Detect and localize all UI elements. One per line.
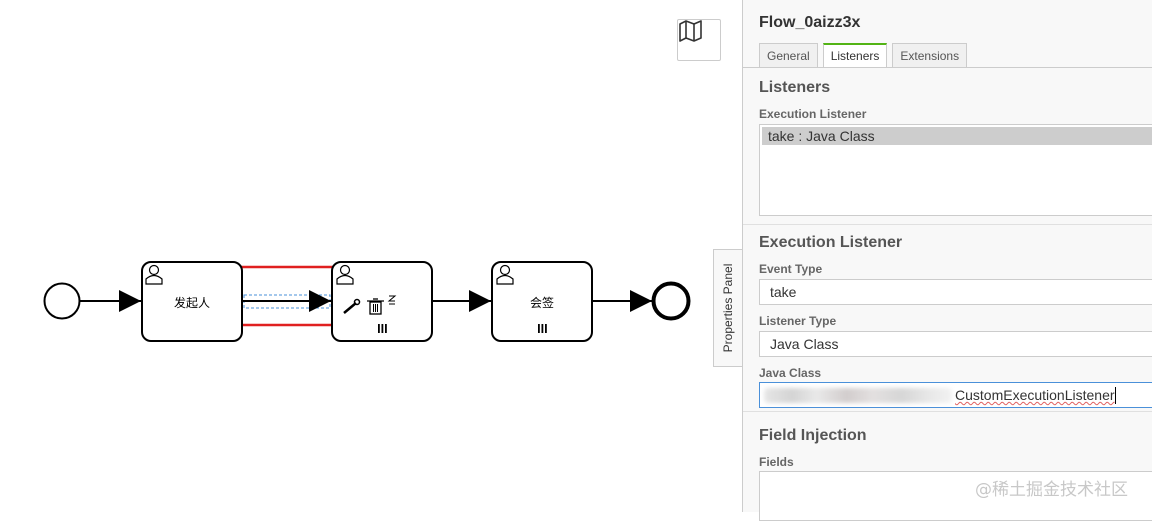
execution-listener-label: Execution Listener — [759, 107, 867, 121]
selected-sequence-flow[interactable] — [243, 290, 331, 312]
multi-instance-icon — [538, 324, 547, 333]
user-task-2[interactable] — [331, 261, 433, 342]
bpmn-canvas[interactable]: 发起人 会签 — [0, 0, 742, 512]
text-caret — [1115, 387, 1116, 404]
event-type-label: Event Type — [759, 262, 823, 276]
properties-panel: Flow_0aizz3x General Listeners Extension… — [742, 0, 1152, 521]
user-task-3[interactable] — [491, 261, 593, 342]
redacted-package-name — [764, 388, 952, 403]
field-injection-heading: Field Injection — [759, 427, 867, 444]
list-item[interactable]: take : Java Class — [762, 127, 1152, 145]
tab-general[interactable]: General — [759, 43, 818, 67]
properties-panel-toggle-label: Properties Panel — [721, 263, 735, 353]
minimap-toggle-button[interactable] — [677, 19, 721, 61]
java-class-input[interactable]: CustomExecutionListener — [759, 382, 1152, 408]
user-task-1[interactable] — [141, 261, 243, 342]
wrench-icon[interactable] — [343, 298, 361, 314]
tabs-divider — [743, 67, 1152, 68]
tab-listeners[interactable]: Listeners — [822, 43, 888, 67]
panel-title: Flow_0aizz3x — [759, 14, 861, 31]
task-label-1: 发起人 — [173, 296, 210, 310]
java-class-value: CustomExecutionListener — [955, 387, 1115, 403]
flow-highlight-box — [238, 265, 337, 327]
watermark: @稀土掘金技术社区 — [975, 480, 1128, 500]
task-label-3: 会签 — [529, 296, 554, 310]
user-icon — [336, 264, 354, 285]
map-icon — [679, 20, 702, 42]
properties-panel-toggle[interactable]: Properties Panel — [713, 249, 742, 367]
diagram[interactable] — [0, 0, 742, 512]
flow-control-icon[interactable] — [387, 295, 397, 305]
fields-label: Fields — [759, 455, 794, 469]
execution-listener-heading: Execution Listener — [759, 234, 903, 251]
execution-listener-group: Execution Listener Event Type Listener T… — [743, 225, 1152, 412]
listeners-group: Listeners Execution Listener — [743, 68, 1152, 225]
user-icon — [145, 264, 163, 285]
listener-type-label: Listener Type — [759, 314, 837, 328]
listener-type-select[interactable]: Java Class — [759, 331, 1152, 357]
start-event[interactable] — [43, 282, 81, 320]
tab-extensions[interactable]: Extensions — [892, 43, 968, 67]
event-type-select[interactable]: take — [759, 279, 1152, 305]
panel-tabs: General Listeners Extensions — [759, 43, 968, 67]
execution-listener-list[interactable]: take : Java Class — [759, 124, 1152, 216]
user-icon — [496, 264, 514, 285]
multi-instance-icon — [378, 324, 387, 333]
trash-icon[interactable] — [367, 298, 384, 315]
java-class-label: Java Class — [759, 366, 822, 380]
listeners-heading: Listeners — [759, 79, 831, 96]
end-event[interactable] — [651, 281, 691, 321]
